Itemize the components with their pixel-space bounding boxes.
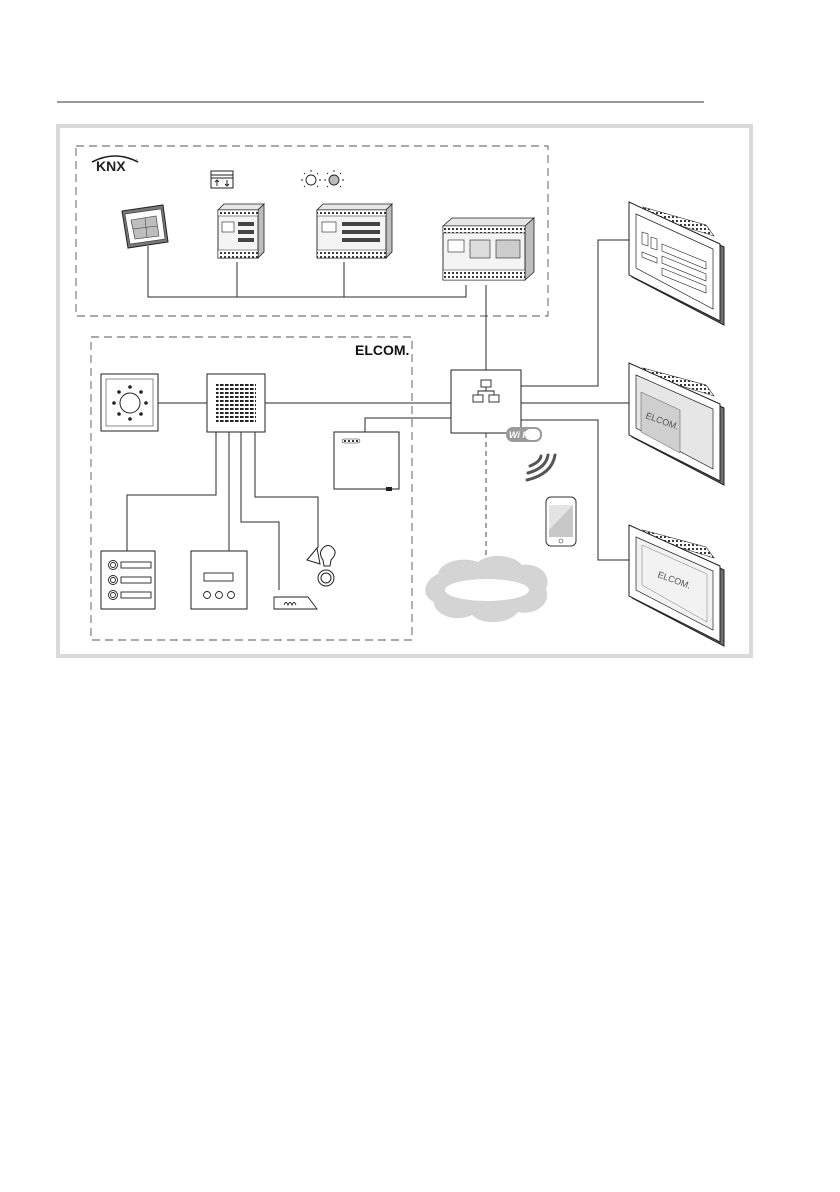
knx-logo-text: KNX <box>96 158 126 174</box>
speaker-grille-icon <box>207 374 265 432</box>
switch-panel1-line <box>521 240 632 386</box>
speaker-doorbell-line <box>255 432 318 548</box>
knx-logo: KNX . <box>92 156 138 174</box>
speaker-bellpanel-line <box>127 432 216 551</box>
door-opener-icon <box>274 597 317 609</box>
doorbell-button-icon <box>307 546 335 587</box>
blind-actuator-icon <box>218 204 264 258</box>
wifi-badge-text: Wi Fi <box>509 430 531 440</box>
dimmer-actuator-icon <box>317 204 392 258</box>
psu-switch-line <box>365 418 451 432</box>
touch-panel-3: ELCOM. <box>629 525 724 646</box>
blind-up-down-icon <box>211 171 233 188</box>
touch-panel-1 <box>629 202 724 325</box>
wifi-waves-icon <box>527 455 555 480</box>
light-bulbs-icon <box>301 170 344 187</box>
knx-push-button-icon <box>122 205 168 248</box>
camera-module-icon <box>101 374 158 431</box>
keypad-module-icon <box>191 551 247 609</box>
knx-bus-line <box>148 246 466 297</box>
power-supply-icon <box>334 432 399 491</box>
network-switch-icon <box>451 370 521 433</box>
touch-panel-2: ELCOM. <box>629 363 724 485</box>
smartphone-icon <box>546 497 576 546</box>
bell-button-panel-icon <box>101 551 155 609</box>
wifi-badge: Wi Fi <box>506 427 542 442</box>
din-rail-gateway-icon <box>443 218 534 280</box>
cloud-icon <box>425 556 547 622</box>
elcom-logo: ELCOM. <box>355 342 409 358</box>
